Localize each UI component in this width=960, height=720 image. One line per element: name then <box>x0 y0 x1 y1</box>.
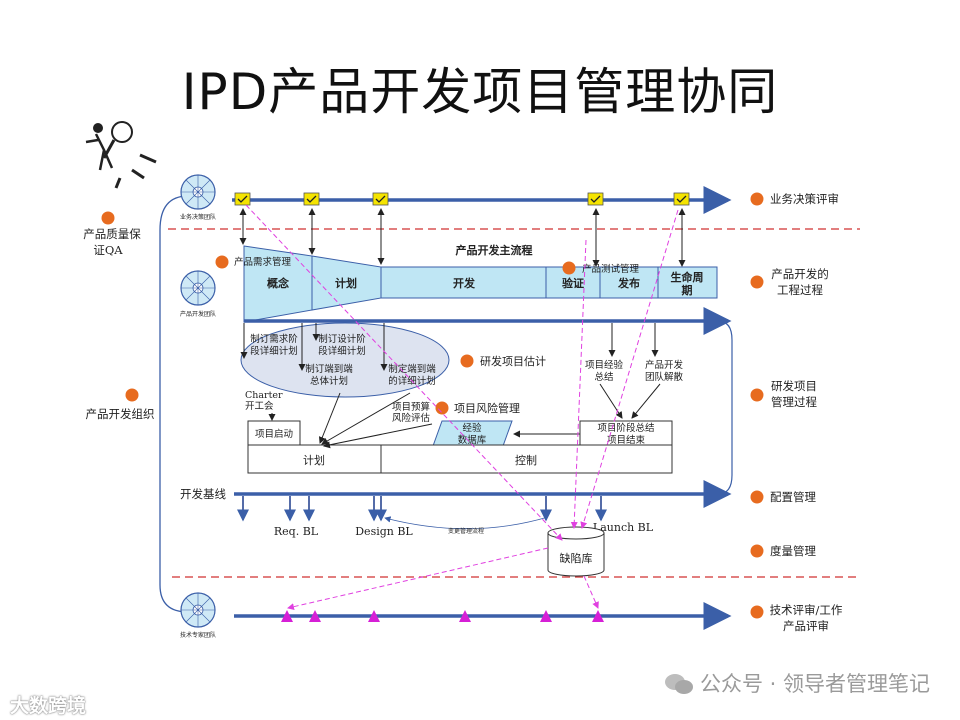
svg-text:变更管理流程: 变更管理流程 <box>448 527 484 535</box>
check-icon <box>587 192 604 206</box>
qa-dot <box>101 211 115 225</box>
qa-label-2: 证QA <box>93 243 123 257</box>
check-icon <box>234 192 251 206</box>
svg-text:项目预算: 项目预算 <box>392 401 430 413</box>
svg-text:段详细计划: 段详细计划 <box>318 345 366 357</box>
team-decision-label: 业务决策团队 <box>180 213 216 221</box>
qa-label-1: 产品质量保 <box>83 227 141 241</box>
triangle-marker-icon <box>459 610 471 622</box>
estimate-label: 研发项目估计 <box>480 354 546 368</box>
triangle-marker-icon <box>368 610 380 622</box>
svg-text:项目启动: 项目启动 <box>255 428 293 440</box>
charter-label: Charter <box>245 390 283 401</box>
svg-text:数据库: 数据库 <box>458 434 487 446</box>
main-flow-title: 产品开发主流程 <box>456 243 533 257</box>
svg-text:Launch BL: Launch BL <box>593 521 654 534</box>
svg-text:技术评审/工作: 技术评审/工作 <box>770 603 843 617</box>
watermark-right: 公众号 · 领导者管理笔记 <box>664 668 930 698</box>
team-dev-label: 产品开发团队 <box>180 310 216 318</box>
svg-text:总体计划: 总体计划 <box>310 375 348 387</box>
svg-text:风险评估: 风险评估 <box>392 412 431 424</box>
business-review-label: 业务决策评审 <box>770 192 839 206</box>
wechat-icon <box>664 674 693 694</box>
stage-label: 验证 <box>562 276 584 290</box>
dev-org-label: 产品开发组织 <box>86 407 155 421</box>
stage-label: 发布 <box>617 276 640 290</box>
svg-text:管理过程: 管理过程 <box>771 395 817 409</box>
magnifier-person-icon <box>85 121 157 189</box>
svg-text:制定端到端: 制定端到端 <box>388 363 436 375</box>
left-bracket <box>159 195 189 613</box>
close-box <box>579 420 673 446</box>
svg-text:开工会: 开工会 <box>245 400 274 412</box>
baseline-label: 开发基线 <box>180 487 226 501</box>
svg-text:团队解散: 团队解散 <box>645 371 684 383</box>
svg-text:总结: 总结 <box>594 371 613 383</box>
req-mgmt-label: 产品需求管理 <box>234 256 292 268</box>
svg-text:产品评审: 产品评审 <box>783 619 829 633</box>
svg-text:项目经验: 项目经验 <box>585 359 624 371</box>
svg-text:Req. BL: Req. BL <box>274 525 319 538</box>
check-icon <box>372 192 389 206</box>
dev-org-dot <box>125 388 139 402</box>
team-wheel-icon <box>180 592 216 628</box>
stage-label: 期 <box>682 283 693 297</box>
svg-text:制订需求阶: 制订需求阶 <box>250 333 298 345</box>
stage-label: 生命周 <box>671 270 704 284</box>
svg-text:度量管理: 度量管理 <box>770 544 816 558</box>
svg-text:项目结束: 项目结束 <box>607 434 646 446</box>
svg-text:计划: 计划 <box>303 454 325 467</box>
team-expert-label: 技术专家团队 <box>180 631 216 639</box>
svg-text:工程过程: 工程过程 <box>777 283 823 297</box>
svg-text:产品开发的: 产品开发的 <box>771 267 829 281</box>
defect-db-label: 缺陷库 <box>560 551 593 565</box>
watermark-left: 大数跨境 <box>10 695 87 717</box>
plan-control-bar <box>247 444 673 474</box>
triangle-marker-icon <box>281 610 293 622</box>
svg-text:制订端到端: 制订端到端 <box>305 363 353 375</box>
triangle-marker-icon <box>592 610 604 622</box>
stage-label: 计划 <box>335 276 357 290</box>
svg-text:经验: 经验 <box>462 422 482 434</box>
page-title: IPD产品开发项目管理协同 <box>181 63 779 121</box>
svg-text:控制: 控制 <box>515 453 537 467</box>
team-wheel-icon <box>180 174 216 210</box>
test-mgmt-label: 产品测试管理 <box>582 263 640 275</box>
check-icon <box>673 192 690 206</box>
svg-text:产品开发: 产品开发 <box>645 359 684 371</box>
svg-text:项目阶段总结: 项目阶段总结 <box>597 422 654 434</box>
svg-text:制订设计阶: 制订设计阶 <box>318 333 366 345</box>
team-wheel-icon <box>180 270 216 306</box>
svg-text:段详细计划: 段详细计划 <box>250 345 298 357</box>
planning-ellipse <box>240 322 450 398</box>
stage-band <box>380 266 718 299</box>
svg-text:Design BL: Design BL <box>355 525 413 538</box>
stage-label: 概念 <box>267 276 290 290</box>
svg-text:研发项目: 研发项目 <box>771 379 817 393</box>
check-icon <box>303 192 320 206</box>
triangle-marker-icon <box>309 610 321 622</box>
svg-text:配置管理: 配置管理 <box>770 490 816 504</box>
database-icon <box>547 526 605 577</box>
stage-label: 开发 <box>453 276 476 290</box>
risk-mgmt-label: 项目风险管理 <box>454 401 520 415</box>
triangle-marker-icon <box>540 610 552 622</box>
